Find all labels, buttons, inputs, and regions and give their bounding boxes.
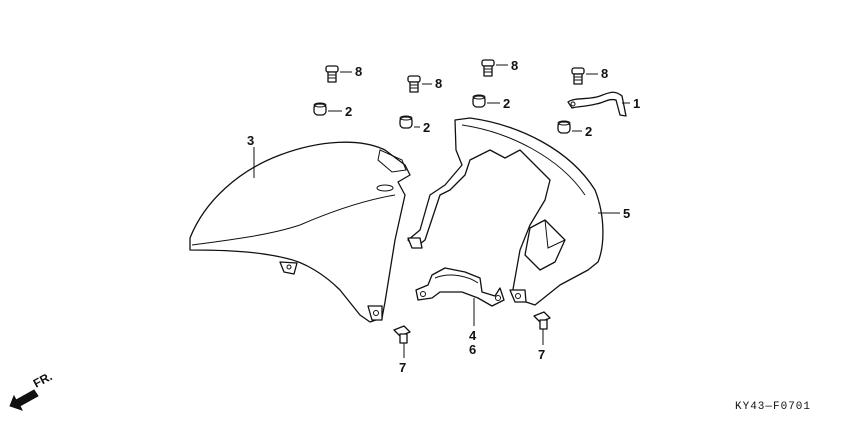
callout-8-c: 8: [511, 58, 518, 73]
hose-clip-part[interactable]: [567, 91, 627, 117]
callout-1: 1: [633, 96, 640, 111]
bolt-part-1[interactable]: [325, 65, 339, 83]
callout-2-d: 2: [585, 124, 592, 139]
diagram-code: KY43—F0701: [735, 401, 811, 413]
callout-2-c: 2: [503, 96, 510, 111]
callout-7-a: 7: [399, 360, 406, 375]
collar-part-2[interactable]: [399, 115, 413, 129]
screw-part-2[interactable]: [533, 311, 551, 330]
collar-part-1[interactable]: [313, 102, 327, 116]
arrow-icon: [9, 389, 39, 411]
callout-3: 3: [247, 133, 254, 148]
callout-2-a: 2: [345, 104, 352, 119]
front-fender-part[interactable]: [189, 141, 411, 323]
callout-8-b: 8: [435, 76, 442, 91]
bolt-part-3[interactable]: [481, 59, 495, 77]
fender-cover-part[interactable]: [407, 117, 604, 306]
callout-8-a: 8: [355, 64, 362, 79]
screw-part-1[interactable]: [393, 325, 411, 344]
callout-7-b: 7: [538, 347, 545, 362]
fender-bracket-part[interactable]: [415, 267, 505, 307]
collar-part-4[interactable]: [557, 120, 571, 134]
callout-5: 5: [623, 206, 630, 221]
leader-lines: [253, 64, 630, 358]
front-direction-indicator: FR.: [9, 369, 55, 411]
callout-2-b: 2: [423, 120, 430, 135]
callout-4: 4: [469, 328, 477, 343]
callout-6: 6: [469, 342, 476, 357]
collar-part-3[interactable]: [472, 94, 486, 108]
direction-label: FR.: [31, 369, 55, 390]
bolt-part-4[interactable]: [571, 67, 585, 85]
callout-8-d: 8: [601, 66, 608, 81]
bolt-part-2[interactable]: [407, 75, 421, 93]
